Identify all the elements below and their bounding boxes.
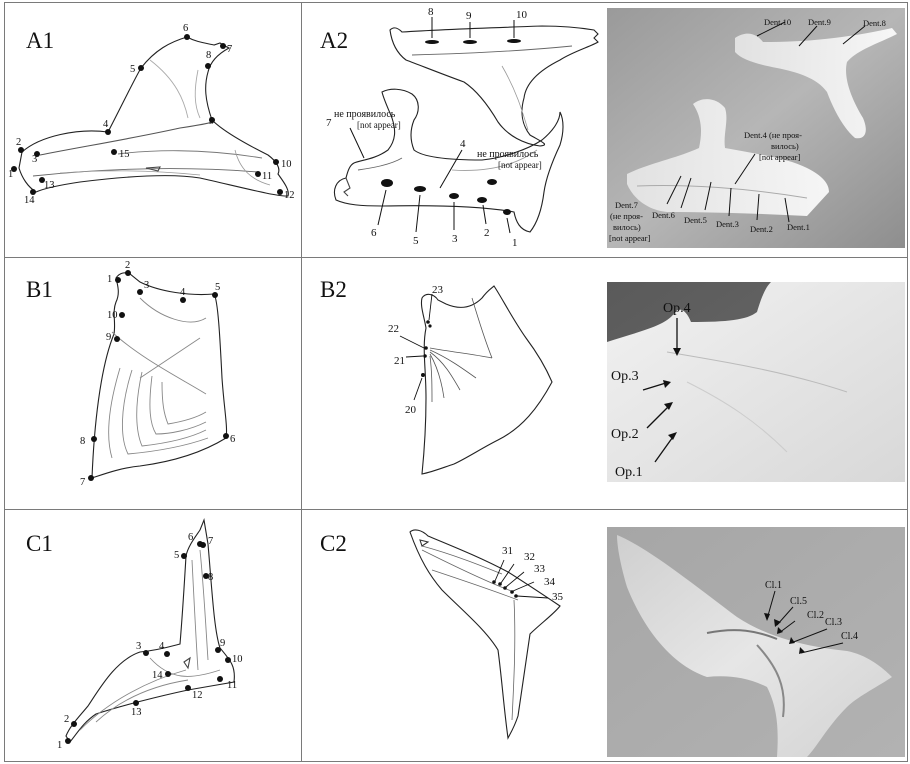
photo-label-cl4: Cl.4 [841, 631, 858, 642]
c1-point-label: 12 [192, 690, 203, 701]
c1-point-label: 14 [152, 670, 163, 681]
c2-number-label: 31 [502, 545, 513, 557]
photo-label-dent10: Dent.10 [764, 17, 791, 27]
b2-number-label: 23 [432, 284, 444, 296]
photo-label-op4: Op.4 [663, 301, 691, 316]
cleithrum-photo: Cl.1 Cl.5 Cl.2 Cl.3 Cl.4 [607, 527, 905, 757]
c1-point-label: 6 [188, 532, 193, 543]
a1-point-label: 6 [183, 23, 188, 34]
a2-number-label: 2 [484, 227, 490, 239]
photo-label-dent2: Dent.2 [750, 224, 773, 234]
c1-point-label: 3 [136, 641, 141, 652]
photo-label-dent8: Dent.8 [863, 18, 886, 28]
a2-not-appear-left-en: [not appear] [357, 120, 401, 130]
a2-number-label: 5 [413, 235, 419, 247]
grid-border-bottom [4, 761, 908, 762]
a2-number-label: 7 [326, 117, 332, 129]
cleithrum-pore-drawing: 31 32 33 34 35 [302, 510, 602, 761]
c1-point-label: 5 [174, 550, 179, 561]
a1-point-label: 7 [227, 44, 232, 55]
opercle-photo: Op.4 Op.3 Op.2 Op.1 [607, 282, 905, 482]
photo-label-op1: Op.1 [615, 465, 643, 480]
photo-label-dent7-line2: (не проя- [610, 211, 643, 221]
photo-label-dent7: Dent.7 [615, 200, 638, 210]
c1-point-label: 11 [227, 680, 237, 691]
a2-number-label: 4 [460, 138, 466, 150]
c1-point-label: 2 [64, 714, 69, 725]
b1-point-label: 5 [215, 282, 220, 293]
photo-label-dent1: Dent.1 [787, 222, 810, 232]
opercle-landmark-drawing: 1 2 3 4 5 6 7 8 9 10 [0, 258, 301, 509]
photo-label-op3: Op.3 [611, 369, 639, 384]
photo-label-dent7-line3: вилось) [613, 222, 641, 232]
dentary-photo: Dent.10 Dent.9 Dent.8 Dent.4 (не проя- в… [607, 8, 905, 248]
a1-point-label: 9 [209, 116, 214, 127]
b1-point-label: 4 [180, 287, 186, 298]
photo-label-dent7-line4: [not appear] [609, 233, 650, 243]
a1-point-label: 2 [16, 137, 21, 148]
b1-point-label: 9 [106, 332, 111, 343]
b2-number-label: 21 [394, 355, 405, 367]
b1-point-label: 10 [107, 310, 118, 321]
dentary-landmark-drawing: 1 2 3 4 5 6 7 8 9 10 11 12 13 14 15 [0, 0, 301, 257]
c1-point-label: 10 [232, 654, 243, 665]
c1-point-label: 8 [208, 572, 213, 583]
a1-point-label: 11 [262, 171, 272, 182]
photo-label-dent9: Dent.9 [808, 17, 831, 27]
c1-point-label: 9 [220, 638, 225, 649]
a2-number-label: 9 [466, 10, 472, 22]
photo-label-cl3: Cl.3 [825, 617, 842, 628]
a1-point-label: 14 [24, 195, 35, 206]
photo-label-cl2: Cl.2 [807, 610, 824, 621]
cleithrum-landmark-drawing: 1 2 3 4 5 6 7 8 9 10 11 12 13 14 [0, 510, 301, 761]
a2-not-appeared-left: не проявилось [334, 109, 396, 120]
photo-label-dent4-line2: вилось) [771, 141, 799, 151]
b1-point-label: 8 [80, 436, 85, 447]
photo-label-dent4-line3: [not appear] [759, 152, 800, 162]
c1-point-label: 13 [131, 707, 142, 718]
a2-number-label: 3 [452, 233, 458, 245]
a2-number-label: 8 [428, 6, 434, 18]
opercle-pore-drawing: 20 21 22 23 [302, 258, 602, 509]
c1-point-label: 1 [57, 740, 62, 751]
c1-point-label: 4 [159, 641, 165, 652]
b1-point-label: 2 [125, 260, 130, 271]
photo-label-cl1: Cl.1 [765, 580, 782, 591]
a1-point-label: 1 [8, 169, 13, 180]
a1-point-label: 12 [284, 190, 295, 201]
a1-point-label: 8 [206, 50, 211, 61]
photo-label-dent4: Dent.4 (не проя- [744, 130, 802, 140]
a2-not-appeared-right: не проявилось [477, 149, 539, 160]
photo-label-dent3: Dent.3 [716, 219, 739, 229]
a2-number-label: 10 [516, 9, 528, 21]
b1-point-label: 6 [230, 434, 235, 445]
c2-number-label: 34 [544, 576, 556, 588]
a1-point-label: 3 [32, 154, 37, 165]
c1-point-label: 7 [208, 536, 213, 547]
a2-not-appear-right-en: [not appear] [498, 160, 542, 170]
a1-point-label: 5 [130, 64, 135, 75]
b2-number-label: 22 [388, 323, 399, 335]
c2-number-label: 33 [534, 563, 546, 575]
b1-point-label: 7 [80, 477, 85, 488]
grid-border-right [907, 2, 908, 762]
a1-point-label: 4 [103, 119, 109, 130]
a1-point-label: 10 [281, 159, 292, 170]
dentary-pore-drawing: 1 2 3 4 5 6 7 8 9 10 не проявилось [not … [302, 0, 602, 257]
c2-number-label: 35 [552, 591, 564, 603]
a1-point-label: 15 [119, 149, 130, 160]
b2-number-label: 20 [405, 404, 417, 416]
photo-label-dent6: Dent.6 [652, 210, 675, 220]
b1-point-label: 3 [144, 280, 149, 291]
a1-point-label: 13 [44, 180, 55, 191]
c2-number-label: 32 [524, 551, 535, 563]
photo-label-dent5: Dent.5 [684, 215, 707, 225]
photo-label-op2: Op.2 [611, 427, 639, 442]
a2-number-label: 6 [371, 227, 377, 239]
b1-point-label: 1 [107, 274, 112, 285]
a2-number-label: 1 [512, 237, 518, 249]
photo-label-cl5: Cl.5 [790, 596, 807, 607]
